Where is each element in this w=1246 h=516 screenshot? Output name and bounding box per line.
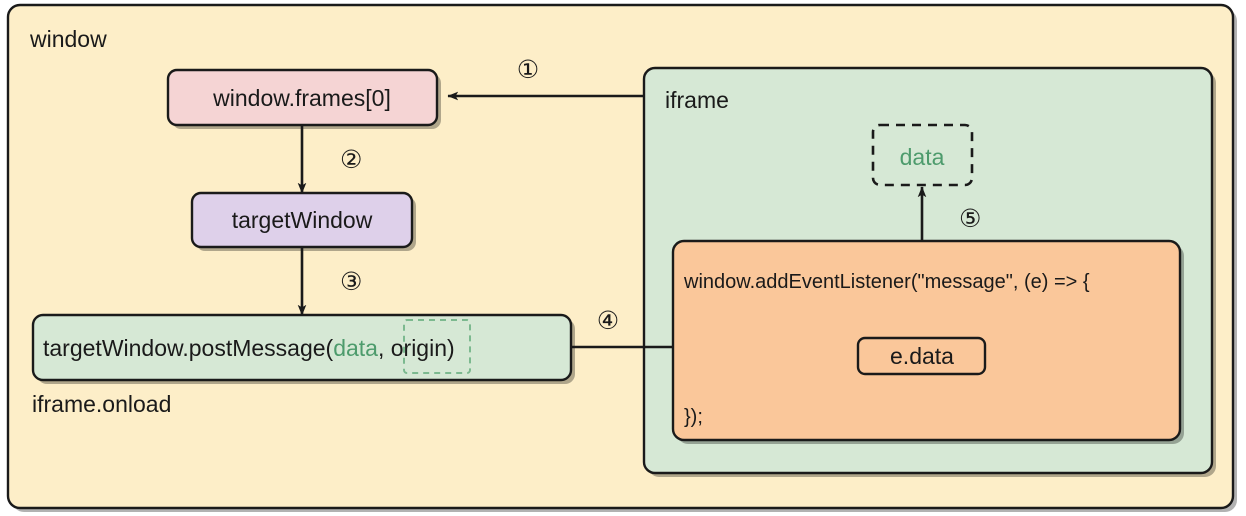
post-message-prefix: targetWindow.postMessage( <box>43 335 334 361</box>
iframe-label: iframe <box>665 87 729 113</box>
node-target-window[interactable]: targetWindow <box>190 191 416 251</box>
step-number-1: ① <box>517 55 539 84</box>
node-data-box-outline[interactable] <box>871 123 974 187</box>
node-post-message-label: targetWindow.postMessage(data, origin) <box>43 335 455 361</box>
post-message-highlight: data <box>333 335 378 361</box>
edge-step-1: ① <box>447 55 644 101</box>
event-listener-line-2: }); <box>684 406 703 428</box>
node-post-message[interactable]: targetWindow.postMessage(data, origin) <box>31 313 575 384</box>
iframe-onload-label: iframe.onload <box>32 391 171 417</box>
node-window-frames-label: window.frames[0] <box>212 85 391 111</box>
window-label: window <box>29 26 107 52</box>
step-number-4: ④ <box>597 306 619 335</box>
node-window-frames[interactable]: window.frames[0] <box>166 68 441 129</box>
step-number-3: ③ <box>340 267 362 296</box>
node-e-data-box[interactable] <box>856 336 987 376</box>
node-e-data-label: e.data <box>890 343 954 369</box>
node-e-data[interactable]: e.data <box>856 336 987 376</box>
step-number-2: ② <box>340 145 362 174</box>
node-data-box[interactable]: data <box>871 123 974 187</box>
edge-step-2: ② <box>297 125 362 194</box>
node-target-window-label: targetWindow <box>232 207 373 233</box>
step-number-5: ⑤ <box>959 204 981 233</box>
post-message-suffix: , origin) <box>378 335 455 361</box>
node-data-box-label: data <box>900 144 945 170</box>
event-listener-line-1: window.addEventListener("message", (e) =… <box>683 271 1090 293</box>
post-message-data-highlight-box <box>403 319 471 374</box>
edge-step-4: ④ <box>571 306 685 352</box>
edge-step-3: ③ <box>297 247 362 316</box>
